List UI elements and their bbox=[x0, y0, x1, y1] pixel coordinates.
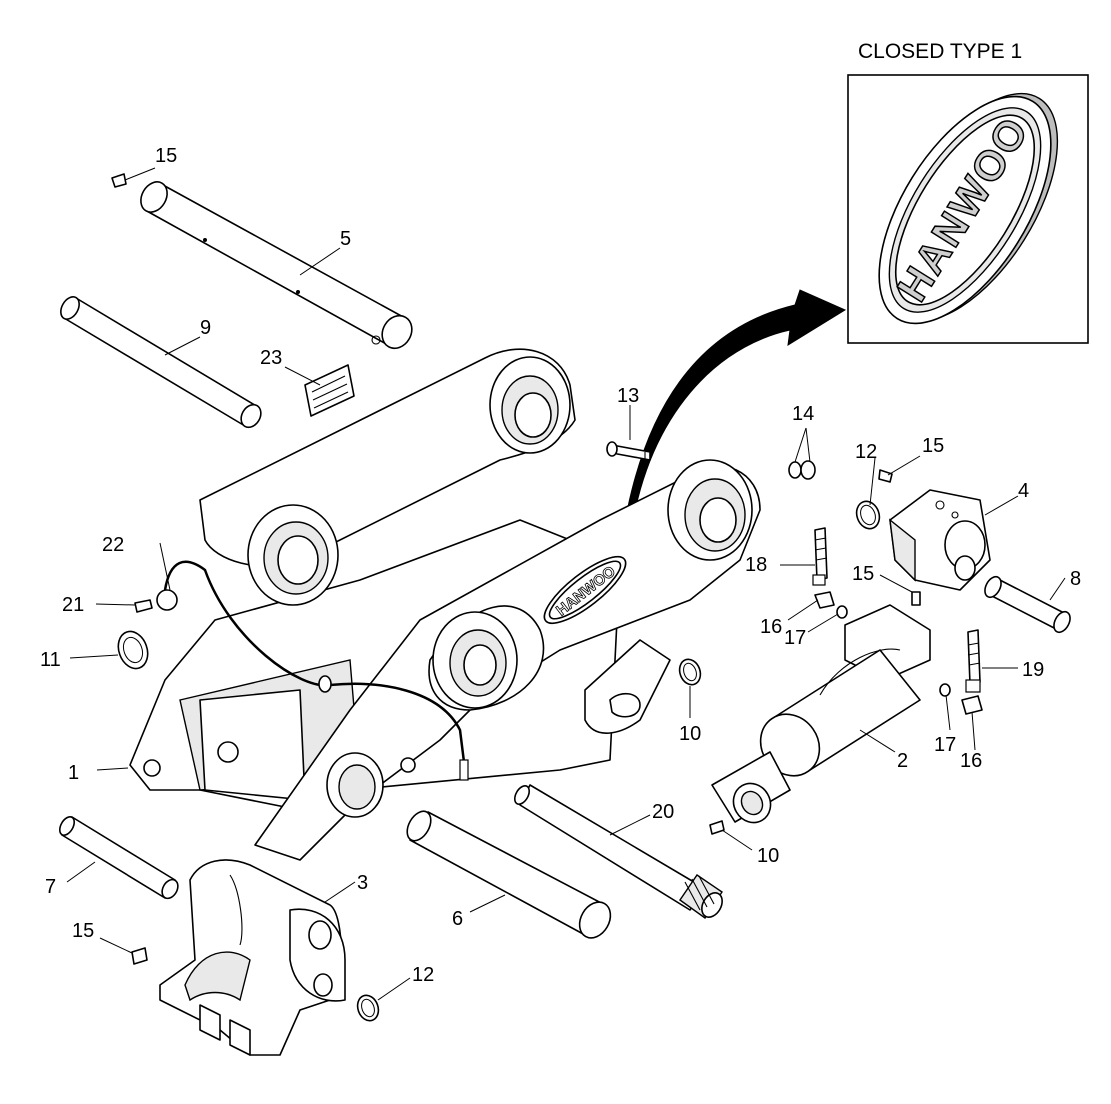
part-15-nipple-b bbox=[878, 469, 893, 483]
part-2-cylinder bbox=[711, 604, 931, 824]
frame-boss-upper-front bbox=[667, 459, 753, 561]
part-17-oring-b bbox=[939, 683, 951, 697]
callout-20: 20 bbox=[652, 801, 674, 823]
callout-14: 14 bbox=[792, 403, 814, 425]
part-12-ring-b bbox=[356, 994, 380, 1022]
callout-10: 10 bbox=[757, 845, 779, 867]
part-13-bolt bbox=[606, 441, 651, 461]
inset-closed-type-1: CLOSED TYPE 1 HANWOO bbox=[847, 40, 1089, 344]
part-9-pin bbox=[60, 296, 262, 429]
callout-15: 15 bbox=[155, 145, 177, 167]
callout-6: 6 bbox=[452, 908, 463, 930]
part-14-fittings bbox=[788, 460, 816, 480]
part-1-frame: HANWOO bbox=[129, 348, 761, 861]
frame-boss-front-pin bbox=[326, 752, 384, 818]
part-12-ring-a bbox=[855, 500, 881, 530]
callout-1: 1 bbox=[68, 762, 79, 784]
part-20-pin bbox=[513, 784, 723, 919]
callout-11: 11 bbox=[40, 649, 61, 671]
frame-boss-upper-rear bbox=[489, 356, 571, 454]
part-8-pin bbox=[984, 575, 1071, 634]
callout-23: 23 bbox=[260, 347, 282, 369]
part-4-block bbox=[889, 489, 991, 591]
part-15-nipple-d bbox=[131, 947, 148, 965]
part-22-wire bbox=[156, 560, 469, 781]
part-16-elbow-a bbox=[814, 591, 835, 609]
part-7-pin bbox=[58, 816, 179, 900]
callout-22: 22 bbox=[102, 534, 124, 556]
callout-12: 12 bbox=[855, 441, 877, 463]
part-17-oring-a bbox=[836, 605, 848, 619]
leader-lines bbox=[66, 167, 1066, 1001]
callout-8: 8 bbox=[1070, 568, 1081, 590]
part-19-hose bbox=[965, 629, 981, 693]
part-21-clip bbox=[134, 599, 153, 613]
callout-16: 16 bbox=[960, 750, 982, 772]
part-15-nipple-a bbox=[111, 173, 127, 188]
frame-boss-lower-rear bbox=[247, 504, 339, 606]
callout-arrow bbox=[621, 289, 847, 546]
part-23-decal bbox=[304, 364, 355, 417]
part-5-pin bbox=[140, 181, 413, 350]
part-10-pin-small-b bbox=[709, 820, 725, 835]
inset-title: CLOSED TYPE 1 bbox=[858, 40, 1022, 63]
part-11-ring bbox=[117, 630, 149, 670]
callout-15: 15 bbox=[922, 435, 944, 457]
callout-17: 17 bbox=[784, 627, 806, 649]
part-6-pin bbox=[406, 810, 612, 939]
callout-19: 19 bbox=[1022, 659, 1044, 681]
part-3-hook bbox=[159, 859, 346, 1056]
callout-15: 15 bbox=[852, 563, 874, 585]
part-16-elbow-b bbox=[961, 695, 983, 715]
callout-12: 12 bbox=[412, 964, 434, 986]
callout-2: 2 bbox=[897, 750, 908, 772]
callout-5: 5 bbox=[340, 228, 351, 250]
part-15-nipple-c bbox=[911, 591, 921, 606]
callout-7: 7 bbox=[45, 876, 56, 898]
frame-boss-lower-front bbox=[432, 611, 518, 709]
callout-10: 10 bbox=[679, 723, 701, 745]
part-10-ring-a bbox=[678, 658, 702, 686]
part-18-hose bbox=[812, 527, 828, 586]
callout-16: 16 bbox=[760, 616, 782, 638]
callout-18: 18 bbox=[745, 554, 767, 576]
callout-labels: 15 5 9 23 13 14 12 15 4 8 18 15 16 17 19… bbox=[40, 145, 1081, 986]
callout-4: 4 bbox=[1018, 480, 1029, 502]
callout-13: 13 bbox=[617, 385, 639, 407]
callout-21: 21 bbox=[62, 594, 84, 616]
callout-3: 3 bbox=[357, 872, 368, 894]
callout-17: 17 bbox=[934, 734, 956, 756]
callout-9: 9 bbox=[200, 317, 211, 339]
callout-15: 15 bbox=[72, 920, 94, 942]
